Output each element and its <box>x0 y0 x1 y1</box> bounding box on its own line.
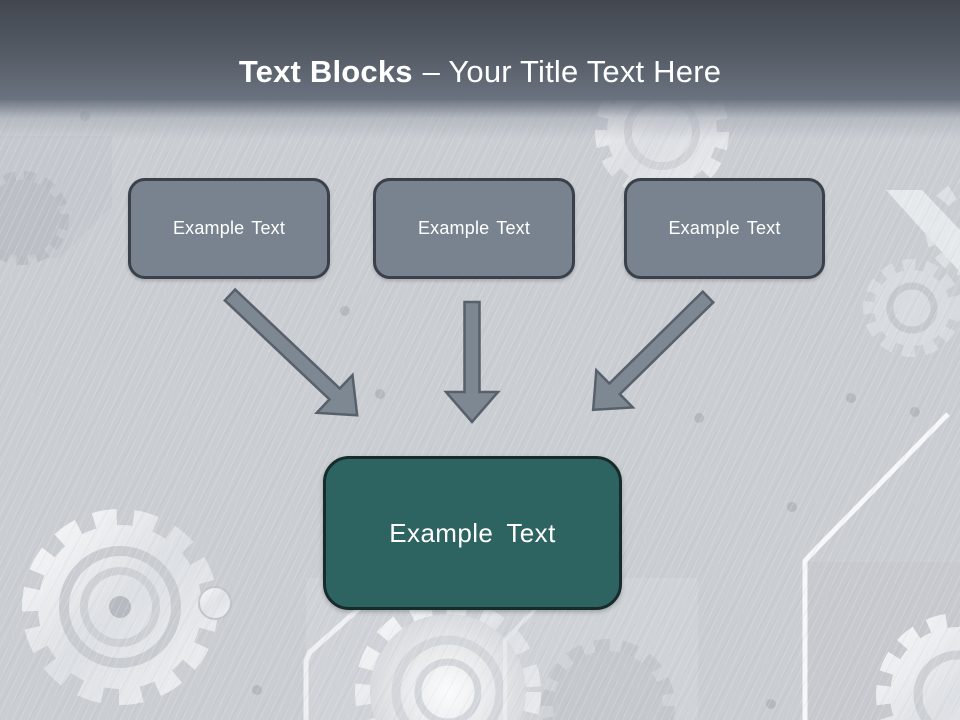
gear-icon <box>22 509 218 705</box>
gear-icon <box>863 259 960 357</box>
plate-outline <box>303 595 374 720</box>
text-block-2: Example Text <box>373 178 575 279</box>
title-bar <box>0 0 960 100</box>
page-title: Text Blocks – Your Title Text Here <box>0 52 960 92</box>
text-block-2-label: Example Text <box>417 218 531 238</box>
result-block-label: Example Text <box>389 517 556 548</box>
result-block: Example Text <box>323 456 622 610</box>
gear-icon <box>355 599 541 720</box>
text-block-3: Example Text <box>624 178 825 279</box>
title-emphasis: Text Blocks <box>238 54 413 89</box>
text-block-1: Example Text <box>128 178 330 279</box>
text-block-1-label: Example Text <box>172 218 286 238</box>
text-block-3-label: Example Text <box>668 218 781 238</box>
gear-icon <box>541 639 675 720</box>
gear-icon <box>876 613 960 720</box>
knob-icon <box>198 586 232 620</box>
plate-outline <box>802 412 950 720</box>
title-text: – Your Title Text Here <box>422 54 722 89</box>
gear-icon <box>0 171 69 265</box>
light-band <box>886 190 960 272</box>
